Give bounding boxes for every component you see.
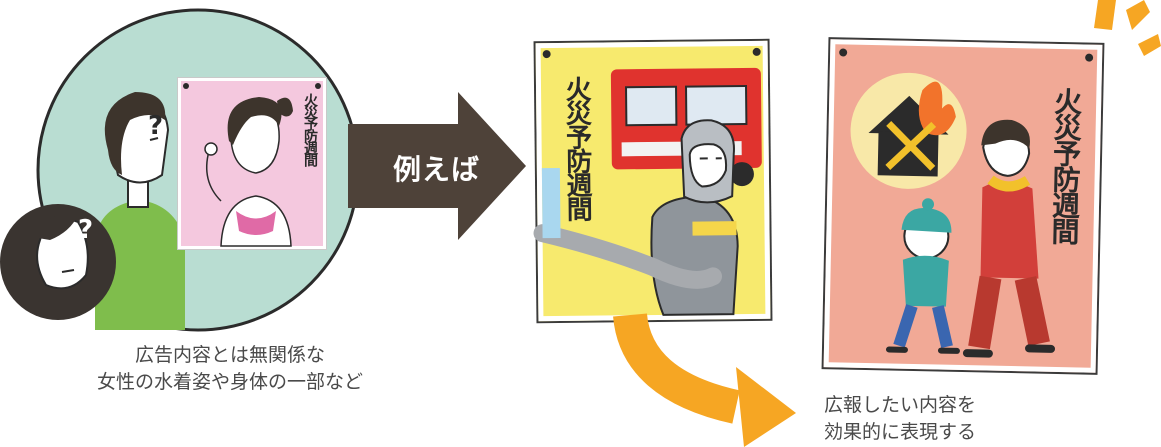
highlight-rays (1094, 0, 1161, 56)
onlooker-woman: ? (95, 92, 185, 330)
good-example-caption-line-2: 効果的に表現する (823, 421, 976, 443)
good-example-caption-line-1: 広報したい内容を (823, 394, 976, 416)
poster-family-title: 火災予防週間 (1047, 86, 1084, 244)
bad-example-caption-line-1: 広告内容とは無関係な (134, 344, 325, 366)
good-example-caption: 広報したい内容を 効果的に表現する (800, 392, 1000, 446)
svg-text:?: ? (148, 111, 163, 141)
poster-swimsuit: 火災予防週間 (178, 78, 326, 249)
onlooker-man: ? (0, 204, 116, 320)
curved-arrow (613, 312, 796, 447)
poster-family: 火災予防週間 (823, 39, 1103, 373)
bad-example-caption-line-2: 女性の水着姿や身体の一部など (96, 371, 363, 393)
bad-example-caption: 広告内容とは無関係な 女性の水着姿や身体の一部など (20, 342, 440, 396)
example-arrow-label: 例えば (393, 153, 481, 186)
poster-firefighter: 火災予防週間 (533, 40, 771, 322)
svg-text:?: ? (78, 215, 93, 245)
example-arrow (348, 92, 526, 240)
poster-firefighter-title: 火災予防週間 (560, 75, 593, 220)
poster-swimsuit-title: 火災予防週間 (302, 93, 318, 165)
